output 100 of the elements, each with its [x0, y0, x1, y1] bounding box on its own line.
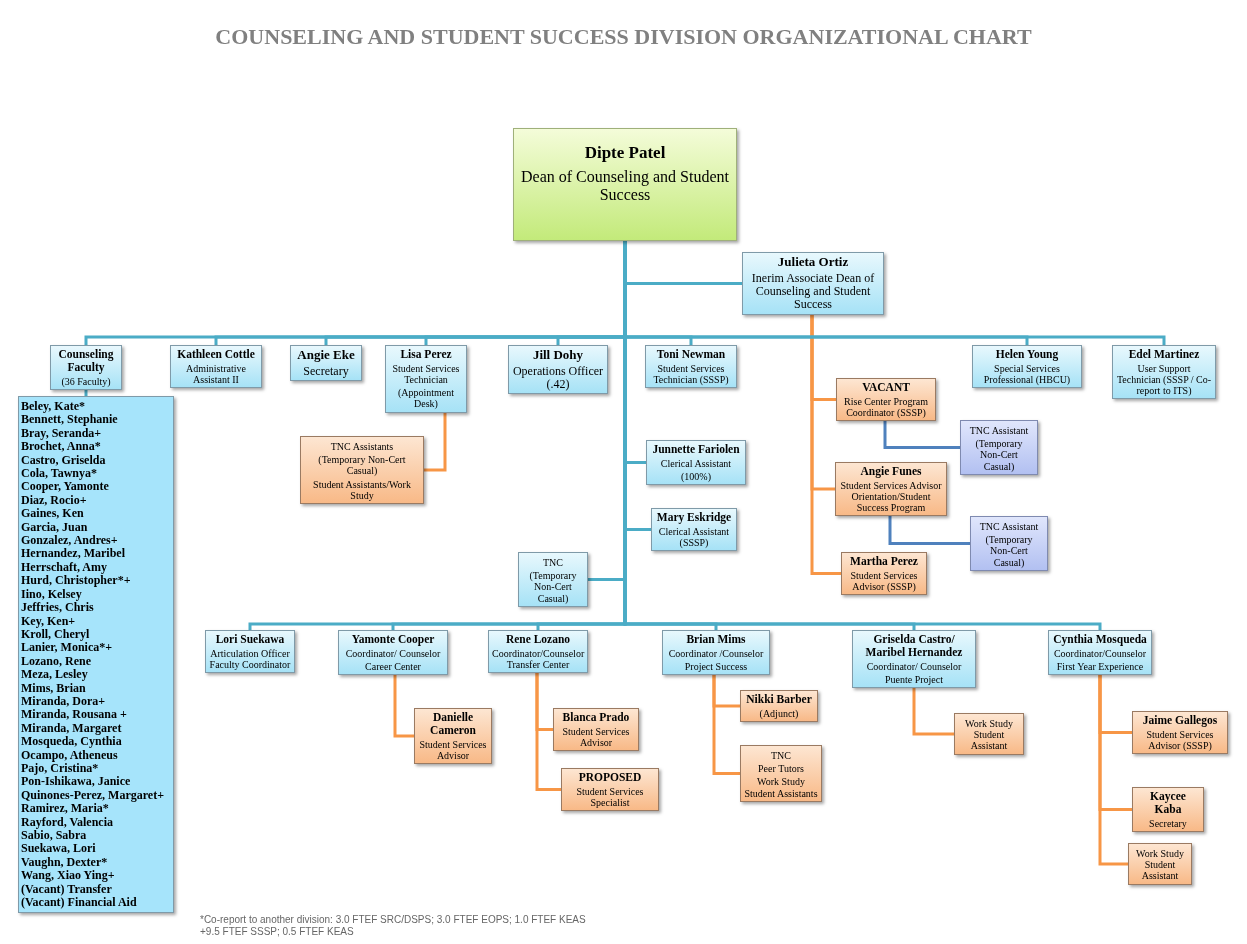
- faculty-name: Pajo, Cristina*: [21, 761, 100, 776]
- job-title: Student Services Advisor (SSSP): [849, 569, 919, 593]
- position-box: [1112, 345, 1216, 400]
- position-box: [553, 708, 639, 752]
- job-title: Administrative Assistant II: [185, 362, 247, 386]
- faculty-name: Iino, Kelsey: [21, 587, 82, 602]
- faculty-name: Wang, Xiao Ying+: [21, 869, 116, 883]
- job-title: TNC Assistant: [978, 521, 1040, 533]
- faculty-name: Hurd, Christopher*+: [21, 574, 132, 588]
- faculty-name: Herrschaft, Amy: [21, 560, 108, 575]
- position-box: [835, 462, 947, 517]
- job-title: Coordinator/Counselor Transfer Center: [492, 647, 584, 671]
- faculty-name: Rayford, Valencia: [21, 815, 114, 829]
- connector-line: [912, 688, 954, 736]
- person-name: Lori Suekawa: [214, 633, 286, 646]
- faculty-name: Ramirez, Maria*: [21, 802, 109, 816]
- person-name: Toni Newman: [655, 348, 727, 361]
- person-name: VACANT: [861, 381, 911, 394]
- job-title: Student Services Technician: [391, 362, 461, 386]
- job-title: TNC: [542, 557, 564, 569]
- person-name: Rene Lozano: [504, 633, 572, 646]
- position-box: [338, 630, 448, 676]
- job-title: Special Services Professional (HBCU): [982, 362, 1072, 386]
- connector-line: [888, 516, 970, 545]
- faculty-name: Cooper, Yamonte: [21, 480, 110, 494]
- connector-line: [84, 390, 88, 396]
- person-name: Angie Funes: [859, 465, 923, 478]
- faculty-name: Brochet, Anna*: [21, 440, 102, 454]
- job-title: Work Study Student Assistant: [964, 718, 1014, 752]
- job-title: Secretary: [1148, 817, 1188, 829]
- person-name: Jill Dohy: [531, 348, 585, 363]
- job-title: User Support Technician (SSSP / Co-report to ITS): [1116, 362, 1212, 397]
- faculty-name: Quinones-Perez, Margaret+: [21, 788, 166, 803]
- faculty-name: Miranda, Dora+: [21, 694, 107, 709]
- connector-line: [883, 421, 960, 449]
- job-title: TNC Assistants: [329, 441, 395, 453]
- connector-line: [1098, 675, 1128, 866]
- position-box: [740, 690, 818, 723]
- job-title: Student Services Advisor: [418, 738, 488, 762]
- faculty-name: Miranda, Margaret: [21, 721, 123, 736]
- position-box: [488, 630, 588, 674]
- faculty-name: Gonzalez, Andres+: [21, 534, 119, 548]
- faculty-name: Key, Ken+: [21, 614, 77, 628]
- faculty-name: Sabio, Sabra: [21, 829, 88, 843]
- person-name: Counseling Faculty: [57, 348, 115, 374]
- job-title: First Year Experience: [1055, 661, 1145, 673]
- person-name: Junnette Fariolen: [651, 443, 741, 456]
- faculty-name: Lanier, Monica*+: [21, 641, 114, 655]
- person-name: Kaycee Kaba: [1149, 790, 1187, 816]
- job-title: Dean of Counseling and Student Success: [520, 168, 730, 204]
- position-box: [1128, 843, 1192, 885]
- person-name: Yamonte Cooper: [350, 633, 436, 646]
- connector-line: [424, 413, 447, 472]
- faculty-name: Jeffries, Chris: [21, 601, 95, 615]
- position-box: [651, 508, 737, 552]
- faculty-name: Lozano, Rene: [21, 654, 92, 669]
- footnote: +9.5 FTEF SSSP; 0.5 FTEF KEAS: [200, 926, 355, 938]
- footnote: *Co-report to another division: 3.0 FTEF SRC/DSPS; 3.0 FTEF EOPS; 1.0 FTEF KEAS: [200, 914, 586, 926]
- job-title: Coordinator /Counselor: [667, 647, 765, 660]
- position-box: [1132, 711, 1228, 755]
- position-box: [954, 713, 1024, 755]
- job-title: Coordinator/ Counselor: [344, 647, 442, 660]
- job-title: Project Success: [683, 661, 749, 673]
- position-box: [50, 345, 122, 390]
- connector-line: [393, 675, 414, 738]
- position-box: [518, 552, 588, 607]
- connector-line: [810, 315, 841, 575]
- position-box: [170, 345, 262, 389]
- connector-line: [712, 675, 740, 775]
- job-title: Articulation Officer Faculty Coordinator: [209, 647, 291, 671]
- person-name: Blanca Prado: [561, 711, 631, 724]
- position-box: [841, 552, 927, 596]
- position-box: [972, 345, 1082, 389]
- person-name: Dipte Patel: [583, 143, 667, 163]
- job-title: Student Services Technician (SSSP): [652, 362, 730, 386]
- job-title: Student Services Advisor Orientation/Student Success Program: [839, 479, 943, 514]
- faculty-name: Mosqueda, Cynthia: [21, 735, 123, 749]
- faculty-name: Kroll, Cheryl: [21, 627, 91, 642]
- job-title: Operations Officer (.42): [512, 364, 604, 392]
- job-title: Clerical Assistant (SSSP): [657, 525, 731, 549]
- position-box: [960, 420, 1038, 475]
- person-name: PROPOSED: [577, 771, 643, 784]
- job-title: Clerical Assistant: [659, 457, 733, 470]
- name-list-box: [18, 396, 174, 914]
- position-box: [1048, 630, 1152, 676]
- position-box: [385, 345, 467, 413]
- faculty-name: Garcia, Juan: [21, 520, 89, 535]
- job-title: (Temporary Non-Cert Casual): [984, 534, 1034, 568]
- position-box: [414, 708, 492, 765]
- job-title: Student Assistants/Work Study: [312, 478, 412, 501]
- faculty-name: Beley, Kate*: [21, 400, 86, 414]
- position-box: [852, 630, 976, 689]
- job-title: TNC Assistant: [968, 425, 1030, 437]
- position-box: [742, 252, 884, 315]
- faculty-name: (Vacant) Financial Aid: [21, 896, 138, 910]
- job-title: Work Study Student Assistants: [744, 776, 818, 799]
- person-name: Helen Young: [994, 348, 1060, 361]
- job-title: Coordinator/ Counselor: [865, 660, 963, 672]
- person-name: Jaime Gallegos: [1141, 714, 1219, 727]
- faculty-name: Hernandez, Maribel: [21, 547, 126, 561]
